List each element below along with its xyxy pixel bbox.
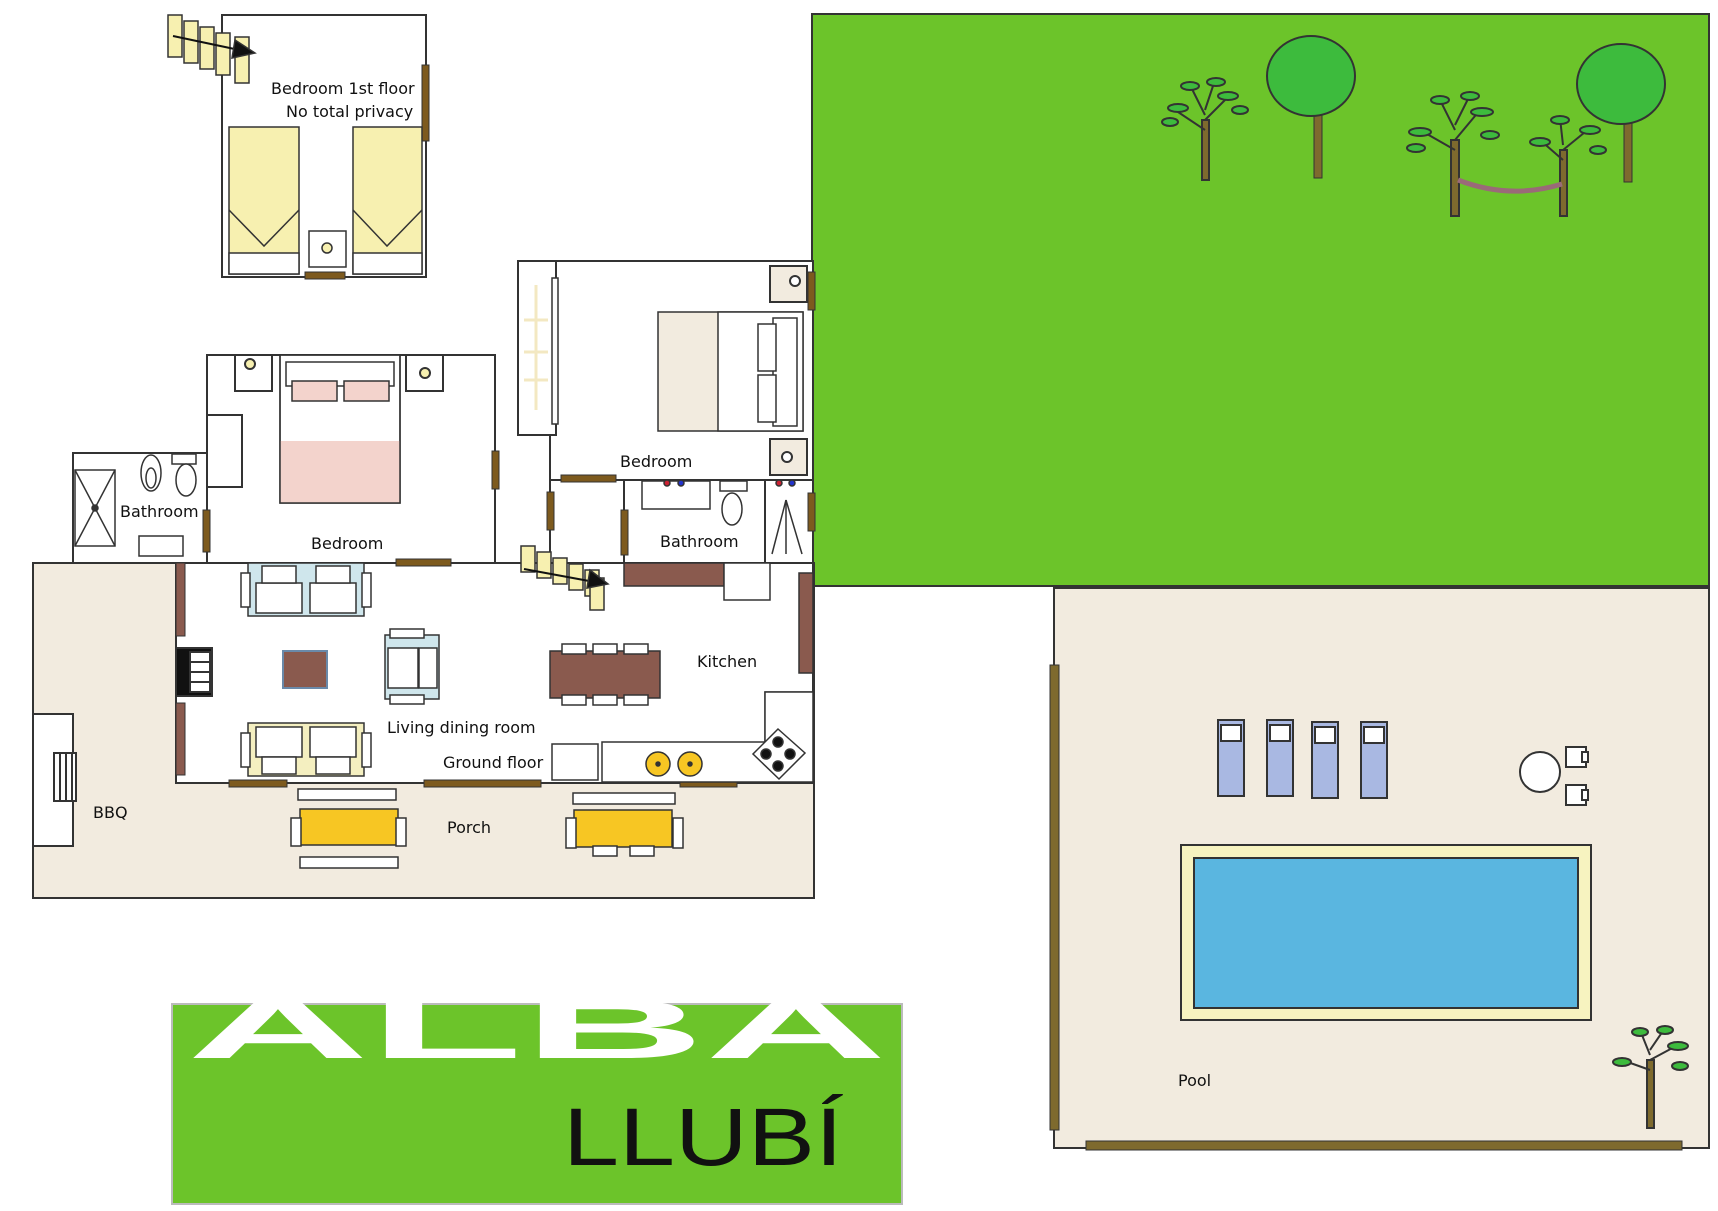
label-bedroom-right: Bedroom <box>620 452 692 471</box>
kitchen-sink <box>645 751 703 777</box>
nightstand-first-floor <box>308 230 347 268</box>
sofa-bottom <box>240 722 372 777</box>
label-living-dining: Living dining room <box>387 718 536 737</box>
hammock <box>1457 177 1563 194</box>
pool-water <box>1193 857 1579 1009</box>
tree-round-1 <box>1266 35 1356 179</box>
door-first-floor-bottom <box>304 271 346 280</box>
window-wall-left-1 <box>175 562 186 637</box>
single-bed-1 <box>228 126 300 275</box>
single-bed-2 <box>352 126 423 275</box>
label-bedroom-left: Bedroom <box>311 534 383 553</box>
logo: ALBA LLUBÍ <box>171 982 903 1205</box>
wardrobe-shelves <box>524 285 548 410</box>
logo-title: ALBA <box>187 982 887 1076</box>
label-bathroom-left: Bathroom <box>120 502 199 521</box>
nightstand-left-2 <box>405 354 444 392</box>
toilet-right <box>719 480 748 526</box>
fridge <box>723 562 771 601</box>
sink-left <box>138 535 184 557</box>
nightstand-right-1 <box>769 265 808 303</box>
terrace-table <box>1519 746 1589 806</box>
label-kitchen: Kitchen <box>697 652 757 671</box>
tree-round-2 <box>1576 43 1666 183</box>
coffee-table <box>282 650 328 689</box>
sink-right <box>641 479 711 510</box>
logo-background <box>171 1003 903 1205</box>
double-bed-right <box>657 311 804 432</box>
staircase-first-floor <box>167 14 257 84</box>
kitchen-wall-unit <box>798 572 814 674</box>
label-bedroom-1st-floor: Bedroom 1st floor <box>271 79 415 98</box>
armchair <box>384 628 440 705</box>
sofa-top <box>240 562 372 617</box>
kitchen-counter-top <box>623 562 725 587</box>
label-bbq: BBQ <box>93 803 128 822</box>
label-no-total-privacy: No total privacy <box>286 102 413 121</box>
doors <box>202 271 816 788</box>
terrace-wall-bottom <box>1085 1140 1683 1151</box>
bbq-grill <box>53 752 77 802</box>
shower-right-head <box>771 479 803 555</box>
olive-tree-3 <box>1529 115 1607 217</box>
olive-tree-pool <box>1612 1025 1689 1129</box>
label-ground-floor: Ground floor <box>443 753 544 772</box>
door-first-floor-right <box>421 64 430 142</box>
bidet-toilet-left <box>140 453 197 497</box>
olive-tree-2 <box>1406 91 1500 217</box>
desk-left <box>206 414 243 488</box>
cooktop <box>751 727 807 781</box>
terrace-wall-left <box>1049 664 1060 1131</box>
porch-table-right <box>565 792 684 857</box>
porch-table-left <box>290 788 407 869</box>
shower-left <box>74 469 116 547</box>
dining-table <box>549 643 661 706</box>
olive-tree-1 <box>1161 77 1249 181</box>
garden-lawn <box>811 13 1710 587</box>
dishwasher <box>551 743 599 781</box>
fireplace <box>175 647 213 697</box>
label-bathroom-right: Bathroom <box>660 532 739 551</box>
window-wall-left-2 <box>175 702 186 776</box>
nightstand-right-2 <box>769 438 808 476</box>
sun-loungers <box>1217 719 1388 799</box>
staircase-ground <box>520 545 610 611</box>
hallway <box>549 479 625 564</box>
nightstand-left-1 <box>234 354 273 392</box>
wardrobe-door <box>551 277 559 425</box>
double-bed-left <box>279 354 401 504</box>
logo-subtitle: LLUBÍ <box>563 1092 843 1183</box>
label-pool: Pool <box>1178 1071 1211 1090</box>
label-porch: Porch <box>447 818 491 837</box>
